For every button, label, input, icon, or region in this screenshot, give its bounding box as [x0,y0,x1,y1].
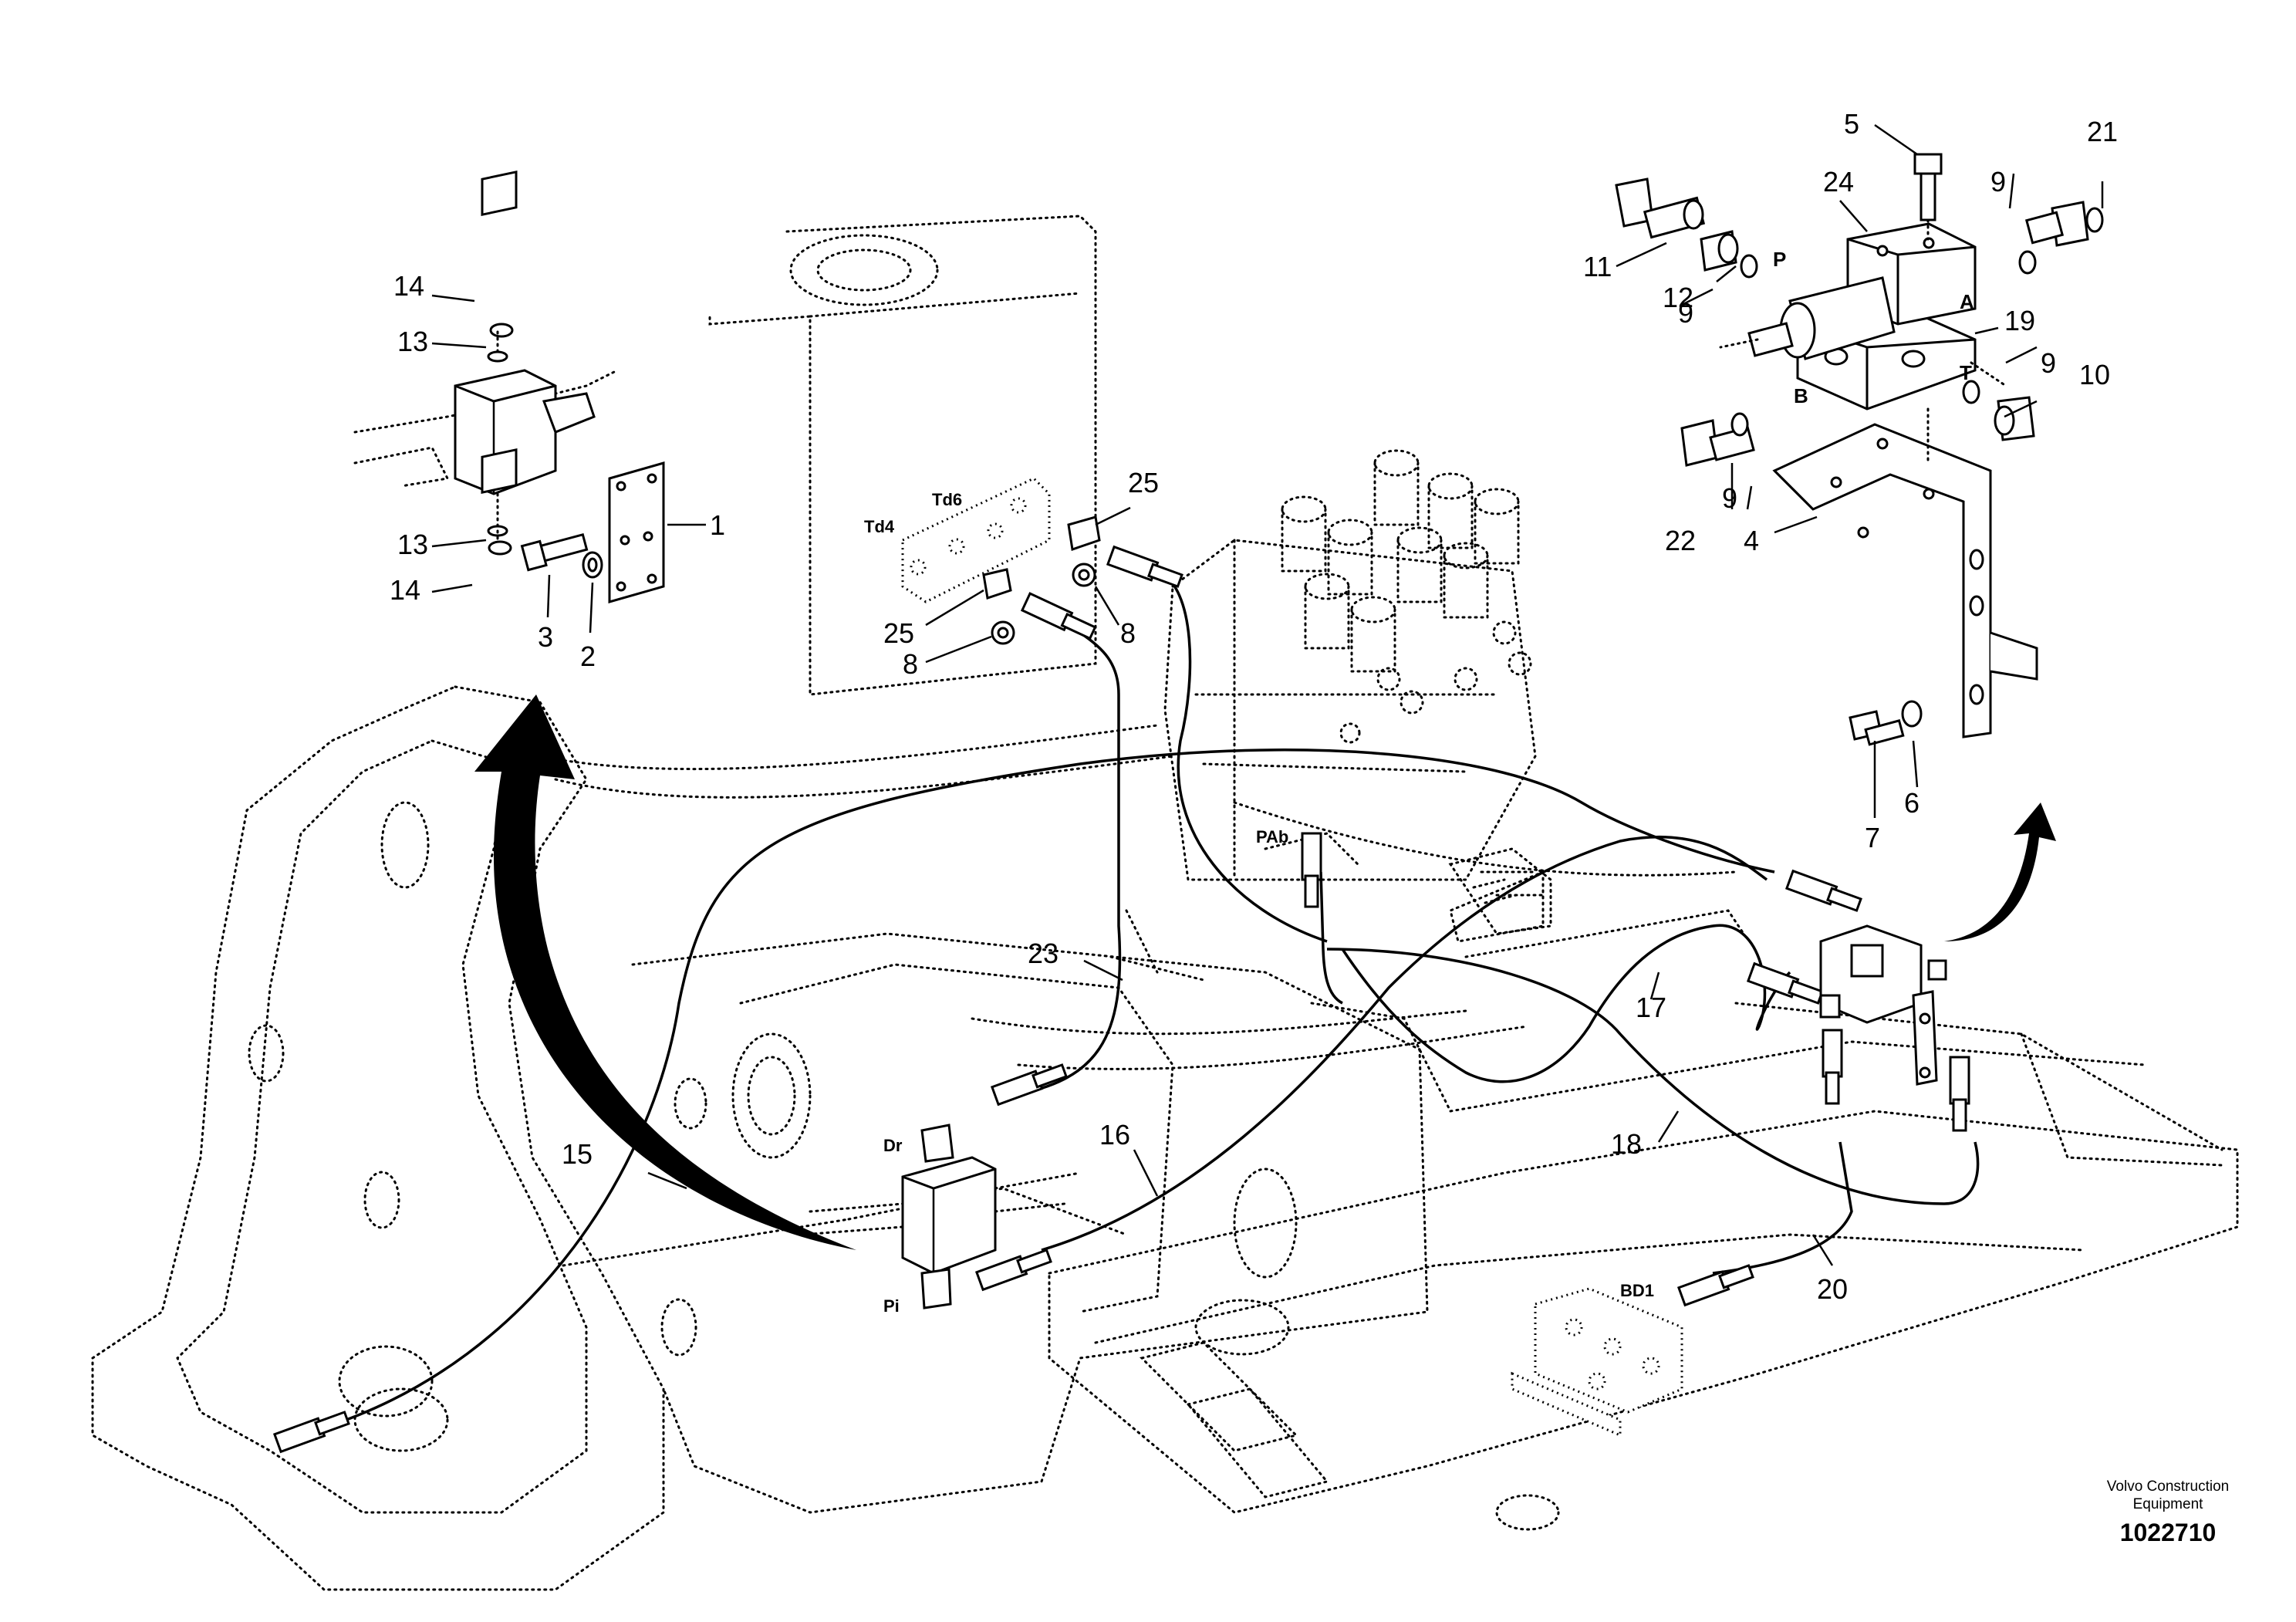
callout-6: 6 [1904,787,1920,819]
callout-15: 15 [562,1138,593,1170]
left-block-assembly [353,170,665,603]
callout-9c: 9 [2041,347,2056,379]
hose-fittings [272,545,1970,1454]
port-labels: Td6 Td4 PAb Dr Pi BD1 P A B T [864,248,1974,1316]
callout-1: 1 [710,509,725,541]
dr-pi-block [801,1124,1082,1309]
brand-name-line2: Equipment [2132,1496,2203,1512]
callout-8a: 8 [1120,617,1136,649]
hose-16 [1041,835,1768,1252]
bd1-block [1511,1287,1683,1438]
td-port-block [901,477,1101,645]
callout-10: 10 [2079,359,2110,390]
curved-arrow-icon [474,694,856,1250]
callout-4: 4 [1744,525,1759,556]
port-label-b: B [1794,384,1808,407]
callout-20: 20 [1817,1273,1848,1305]
callout-17: 17 [1636,992,1666,1023]
drawing-number: 1022710 [2119,1519,2217,1546]
port-label-pab: PAb [1256,827,1288,846]
hose-lines [323,569,1980,1429]
callout-22: 22 [1665,525,1696,556]
port-label-pi: Pi [883,1296,900,1316]
part-callouts: 1 2 3 4 5 6 7 8 8 9 9 9 9 10 11 12 13 13… [390,108,2118,1305]
hose-15 [323,748,1775,1429]
machine-frame-outline [91,215,2239,1591]
callout-16: 16 [1099,1119,1130,1151]
brand-name-line1: Volvo Construction [2106,1478,2230,1495]
callout-7: 7 [1865,822,1880,853]
callout-23: 23 [1028,938,1059,969]
callout-21: 21 [2087,116,2118,147]
callout-18: 18 [1611,1128,1642,1160]
callout-25b: 25 [883,617,914,649]
callout-2: 2 [580,640,596,672]
main-control-valve [1264,449,1552,935]
leader-lines [431,123,2104,1266]
hose-25 [1156,569,1328,943]
callout-14a: 14 [393,270,424,302]
hose-18 [1326,948,1980,1205]
port-label-bd1: BD1 [1620,1281,1654,1300]
callout-13a: 13 [397,326,428,357]
callout-12: 12 [1663,282,1693,313]
callout-9d: 9 [1722,482,1737,514]
callout-14b: 14 [390,574,420,606]
brand-name: Volvo Construction Equipment [2075,1478,2261,1513]
curved-arrow-icon [1944,803,2056,941]
callout-3: 3 [538,621,553,653]
right-valve-assembly [1615,153,2104,746]
middle-right-valve [1449,870,1947,1086]
port-label-t: T [1960,361,1972,384]
hose-pab [1319,871,1343,1005]
callout-5: 5 [1844,108,1859,140]
callout-25a: 25 [1128,467,1159,498]
port-label-td4: Td4 [864,517,895,536]
callout-24: 24 [1823,166,1854,198]
port-label-a: A [1960,290,1974,313]
callout-11: 11 [1583,251,1612,282]
hose-23 [1010,631,1122,1097]
callout-9a: 9 [1990,166,2006,198]
hose-17 [1341,924,1791,1083]
callout-9b: 9 [1678,297,1693,329]
callout-13b: 13 [397,529,428,560]
port-label-p: P [1773,248,1786,271]
callout-8b: 8 [903,648,918,680]
callout-19: 19 [2004,305,2035,336]
port-label-td6: Td6 [932,490,962,509]
port-label-dr: Dr [883,1136,903,1155]
